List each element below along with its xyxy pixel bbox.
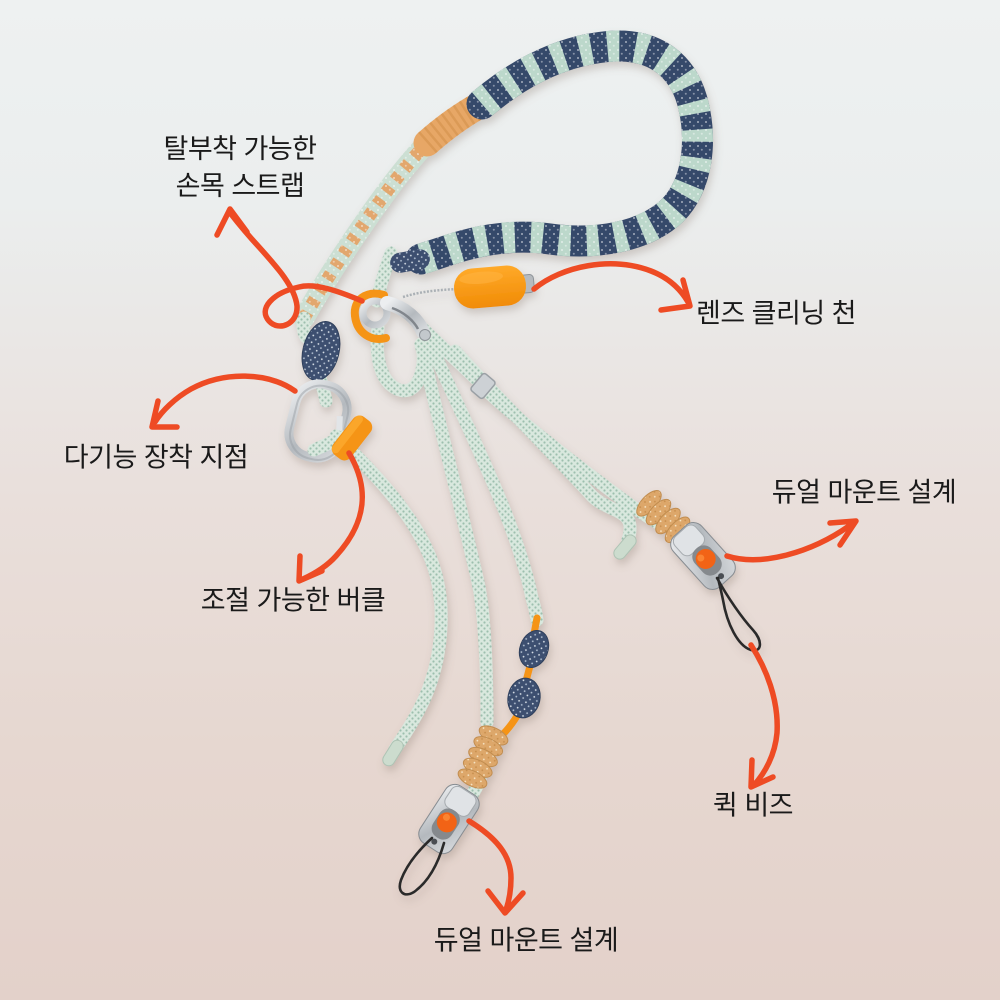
lens-cloth-capsule bbox=[453, 265, 535, 309]
label-quick-beads: 퀵 비즈 bbox=[712, 790, 794, 821]
label-dual-mount-bottom: 듀얼 마운트 설계 bbox=[433, 925, 619, 956]
quick-mount bbox=[418, 783, 480, 855]
rope-strand bbox=[329, 429, 448, 756]
arrow-wrist-strap bbox=[214, 206, 365, 329]
cord-bead bbox=[518, 630, 550, 668]
label-lens-cloth: 렌즈 클리닝 천 bbox=[695, 298, 857, 329]
neck-strap bbox=[390, 30, 713, 275]
rope-strand bbox=[422, 334, 544, 627]
arrow-dual-mount-bottom bbox=[466, 818, 526, 916]
clasp-hook bbox=[380, 296, 431, 341]
label-mount-point: 다기능 장착 지점 bbox=[63, 442, 249, 473]
orange-hook bbox=[350, 289, 390, 343]
rope-sleeve-orange bbox=[331, 415, 373, 461]
label-wrist-strap-line1: 탈부착 가능한 bbox=[163, 134, 317, 164]
arrow-buckle bbox=[296, 450, 366, 584]
rope-coil bbox=[457, 725, 509, 789]
annotation-arrows bbox=[149, 206, 859, 916]
label-wrist-strap-line2: 손목 스트랩 bbox=[175, 171, 305, 201]
rope-strand bbox=[414, 337, 494, 729]
wrist-strap-braid bbox=[293, 131, 439, 329]
rope-end-tip bbox=[382, 739, 404, 767]
label-buckle: 조절 가능한 버클 bbox=[200, 585, 386, 616]
arrow-lens-cloth bbox=[531, 261, 693, 313]
rope-end-tip bbox=[613, 534, 637, 560]
arrow-dual-mount-right bbox=[724, 518, 859, 563]
cord-bead bbox=[507, 677, 541, 719]
string-loop bbox=[715, 576, 762, 652]
rope-strand bbox=[448, 344, 637, 547]
lanyard-wire bbox=[402, 287, 458, 299]
rope-strand bbox=[296, 311, 313, 344]
swivel-ring bbox=[359, 297, 391, 329]
arrow-mount-point bbox=[149, 373, 298, 430]
rope-adjuster bbox=[470, 372, 496, 400]
arrow-quick-beads bbox=[748, 642, 780, 790]
string-loop bbox=[398, 836, 446, 896]
strap-end-cap bbox=[390, 249, 430, 273]
label-dual-mount-right: 듀얼 마운트 설계 bbox=[771, 477, 957, 508]
quick-mount bbox=[670, 522, 736, 590]
label-wrist-strap: 탈부착 가능한 손목 스트랩 bbox=[163, 131, 317, 205]
